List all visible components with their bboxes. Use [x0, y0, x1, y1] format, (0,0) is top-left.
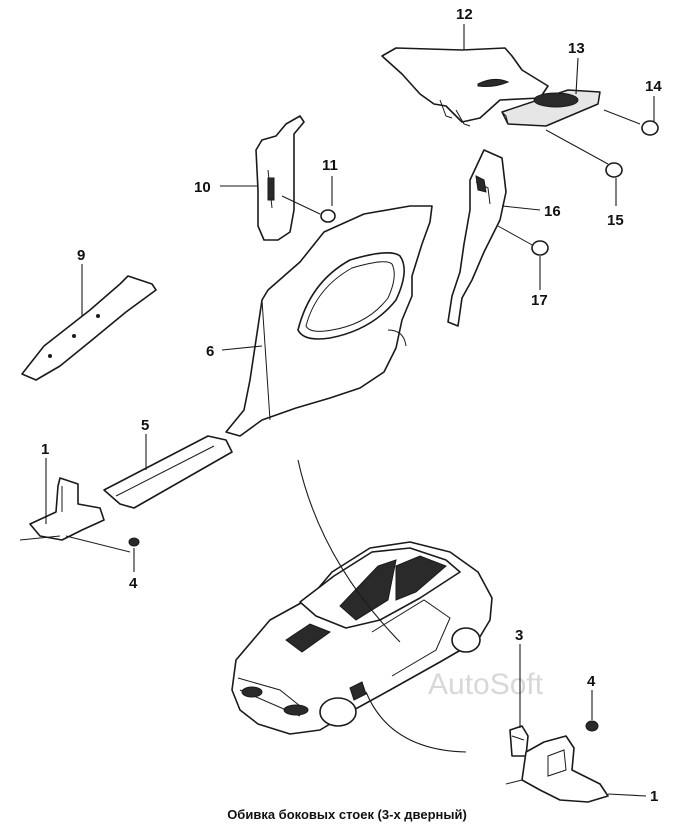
part-11-clip — [281, 195, 336, 223]
part-15-clip — [545, 129, 623, 178]
part-1-bracket-left — [19, 477, 131, 553]
callout-15: 15 — [607, 212, 624, 229]
part-9-a-pillar-trim — [21, 275, 157, 381]
pointer-arc-lower — [365, 691, 467, 753]
callout-11: 11 — [322, 157, 338, 174]
callout-9: 9 — [77, 247, 85, 264]
part-13-speaker-housing — [501, 89, 601, 127]
part-1-bracket-right — [505, 735, 609, 803]
part-5-sill-trim — [103, 435, 233, 509]
callout-4-left: 4 — [129, 575, 138, 592]
callout-3: 3 — [515, 627, 523, 644]
callout-4-right: 4 — [587, 673, 596, 690]
part-14-clip — [603, 109, 659, 136]
leader-lines — [45, 24, 655, 797]
callout-1-right: 1 — [650, 788, 658, 805]
callout-numbers: 12 13 14 15 16 17 11 10 9 6 5 1 4 3 4 1 — [41, 6, 662, 805]
diagram-caption: Обивка боковых стоек (3-х дверный) — [227, 807, 467, 822]
part-16-rear-pillar-trim — [447, 149, 507, 327]
pointer-arc-upper — [297, 459, 401, 643]
part-12-upper-rear-trim — [381, 47, 549, 127]
callout-14: 14 — [645, 78, 662, 95]
callout-17: 17 — [531, 292, 548, 309]
watermark: AutoSoft — [428, 668, 544, 701]
part-3-clip-bracket — [509, 725, 529, 757]
callout-6: 6 — [206, 343, 214, 360]
part-6-quarter-panel-trim — [225, 205, 433, 437]
callout-16: 16 — [544, 203, 561, 220]
part-10-pillar-upper-trim — [255, 115, 305, 241]
part-17-clip — [497, 225, 549, 256]
part-4-nut-left — [128, 537, 140, 547]
callout-10: 10 — [194, 179, 211, 196]
callout-12: 12 — [456, 6, 473, 23]
callout-1-left: 1 — [41, 441, 49, 458]
car-illustration — [231, 541, 493, 735]
callout-13: 13 — [568, 40, 585, 57]
callout-5: 5 — [141, 417, 149, 434]
part-4-nut-right — [585, 720, 599, 732]
